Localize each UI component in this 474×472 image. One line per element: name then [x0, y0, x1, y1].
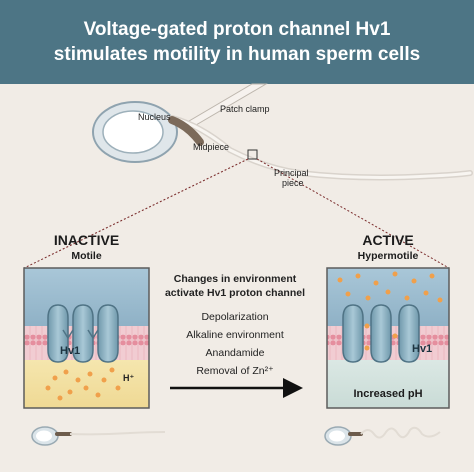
- changes-heading-1: Changes in environment: [173, 273, 297, 285]
- sperm-diagram: [92, 101, 473, 181]
- change-item: Depolarization: [201, 311, 269, 323]
- change-item: Removal of Zn²⁺: [196, 365, 274, 377]
- title-line-1: Voltage-gated proton channel Hv1: [83, 19, 391, 40]
- change-item: Anandamide: [205, 347, 265, 359]
- inactive-title: INACTIVE: [53, 232, 120, 248]
- small-sperm-inactive: [31, 426, 166, 446]
- proton-label: H⁺: [123, 373, 135, 383]
- nucleus-label: Nucleus: [138, 112, 171, 122]
- hv1-label-inactive: Hv1: [60, 345, 81, 357]
- principal-piece-label-2: piece: [282, 178, 304, 188]
- protons-inactive: [45, 367, 121, 401]
- midpiece-label: Midpiece: [193, 142, 230, 152]
- hv1-label-active: Hv1: [412, 343, 433, 355]
- principal-piece-label-1: Principal: [274, 168, 309, 178]
- active-membrane-panel: [326, 267, 450, 409]
- active-subtitle: Hypermotile: [357, 250, 419, 262]
- inactive-subtitle: Motile: [71, 250, 102, 262]
- small-sperm-active: [324, 426, 441, 446]
- changes-heading-2: activate Hv1 proton channel: [164, 287, 306, 299]
- title-line-2: stimulates motility in human sperm cells: [53, 44, 421, 65]
- changes-box: Changes in environment activate Hv1 prot…: [160, 272, 310, 380]
- protons-active: [337, 271, 443, 351]
- hv1-channel-active: [342, 304, 420, 363]
- change-item: Alkaline environment: [186, 329, 284, 341]
- increased-ph-label: Increased pH: [353, 388, 423, 400]
- hv1-channel-inactive: [47, 304, 119, 363]
- inactive-membrane-panel: [23, 267, 150, 409]
- title-banner: Voltage-gated proton channel Hv1 stimula…: [0, 0, 474, 84]
- patch-clamp-label: Patch clamp: [220, 104, 270, 114]
- active-title: ACTIVE: [362, 232, 414, 248]
